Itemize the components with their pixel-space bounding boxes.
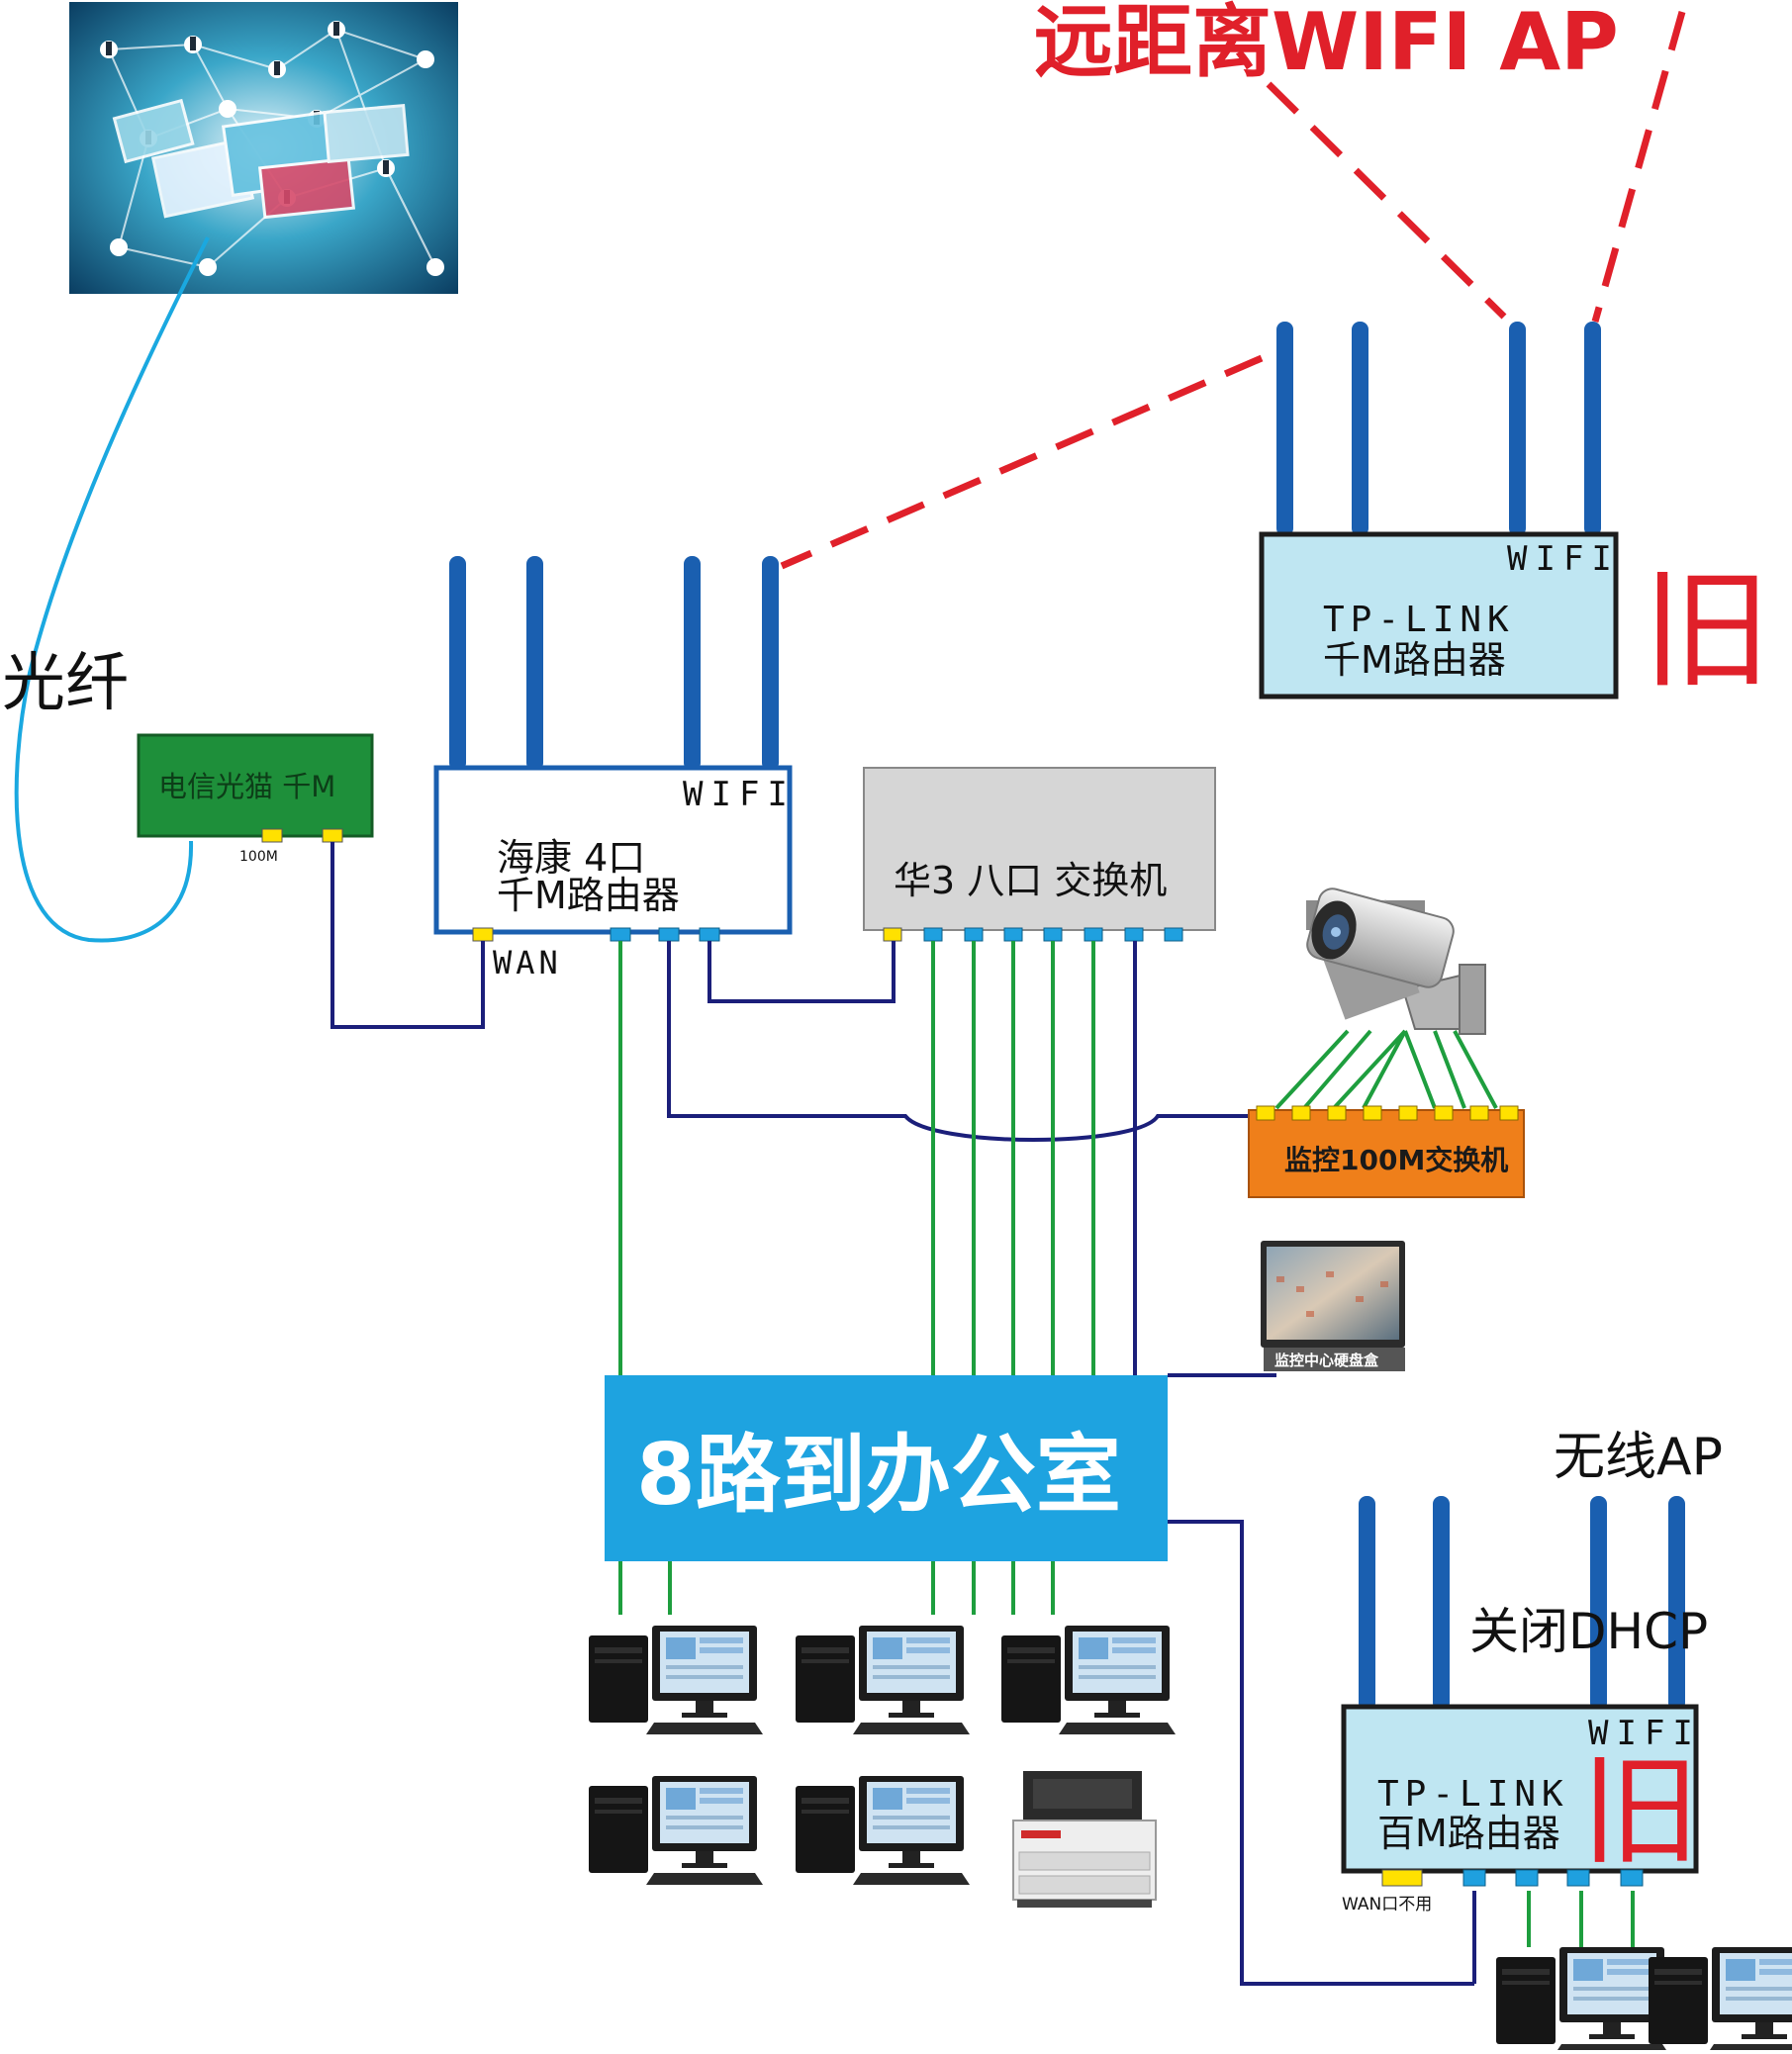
wan-unused-label: WAN口不用 xyxy=(1342,1895,1432,1914)
main-router-brand: 海康 4口 xyxy=(497,836,645,880)
main-router-model: 千M路由器 xyxy=(497,874,680,917)
cctv-camera-icon xyxy=(1306,887,1486,1035)
main-router-wifi-label: WIFI xyxy=(683,775,796,814)
ap-computers xyxy=(1496,1947,1792,2054)
remote-router-model: 千M路由器 xyxy=(1323,638,1506,682)
remote-ap-title: 远距离WIFI AP xyxy=(1034,0,1619,88)
desktop-pc-icon xyxy=(589,1776,763,1885)
ap-router-model: 百M路由器 xyxy=(1377,1812,1560,1855)
modem-label: 电信光猫 千M xyxy=(158,770,335,803)
switch8-label: 华3 八口 交换机 xyxy=(894,859,1167,902)
office-label: 8路到办公室 xyxy=(636,1426,1121,1525)
nvr-monitor-icon: 监控中心硬盘盒 xyxy=(1261,1241,1405,1371)
h3c-eight-port-switch xyxy=(863,767,1216,931)
fiber-cable xyxy=(14,236,210,943)
desktop-pc-icon xyxy=(1649,1947,1792,2054)
printer-icon xyxy=(1012,1771,1157,1908)
main-router-wan-port xyxy=(472,927,494,942)
remote-router-wifi-label: WIFI xyxy=(1507,539,1620,579)
office-eight-lines-box xyxy=(605,1375,1168,1561)
main-router-lan-ports xyxy=(610,927,720,942)
monitor-100m-switch xyxy=(1248,1109,1525,1198)
remote-router-antennas xyxy=(1276,322,1601,536)
ethernet-dark-cables xyxy=(330,842,1476,1986)
main-router-wan-label: WAN xyxy=(493,944,562,981)
modem-port-1000m xyxy=(322,828,343,843)
wireless-ap-label: 无线AP xyxy=(1554,1428,1723,1487)
modem-port-100m-label: 100M xyxy=(239,849,278,865)
desktop-pc-icon xyxy=(796,1776,970,1885)
desktop-pc-icon xyxy=(1001,1626,1176,1734)
main-router-antennas xyxy=(449,556,779,771)
remote-router-brand: TP-LINK xyxy=(1323,600,1515,640)
ap-router-lan-ports xyxy=(1462,1869,1644,1887)
close-dhcp-label: 关闭DHCP xyxy=(1469,1603,1708,1660)
fiber-label: 光纤 xyxy=(2,647,129,720)
ap-router-wan-port xyxy=(1381,1869,1423,1887)
ap-router-antennas xyxy=(1359,1496,1685,1711)
telecom-optical-modem xyxy=(137,733,374,838)
remote-tplink-router xyxy=(1259,531,1619,700)
desktop-pc-icon xyxy=(796,1626,970,1734)
desktop-pc-icon xyxy=(589,1626,763,1734)
ap-tplink-router xyxy=(1341,1704,1699,1874)
monitor-switch-label: 监控100M交换机 xyxy=(1284,1144,1508,1176)
ethernet-green-cables xyxy=(618,941,1635,1947)
wireless-links xyxy=(780,11,1686,570)
ap-router-wifi-label: WIFI xyxy=(1588,1714,1701,1753)
nvr-label: 监控中心硬盘盒 xyxy=(1274,1352,1379,1369)
ap-router-brand: TP-LINK xyxy=(1377,1774,1569,1815)
old-mark-ap: 旧 xyxy=(1581,1743,1700,1881)
old-mark-remote: 旧 xyxy=(1643,555,1771,705)
monitor-switch-ports xyxy=(1256,1105,1519,1121)
desktop-pc-icon xyxy=(1496,1947,1670,2054)
modem-port-100m xyxy=(261,828,283,843)
switch8-uplink-port xyxy=(883,927,902,942)
internet-cloud-picture xyxy=(69,2,458,294)
